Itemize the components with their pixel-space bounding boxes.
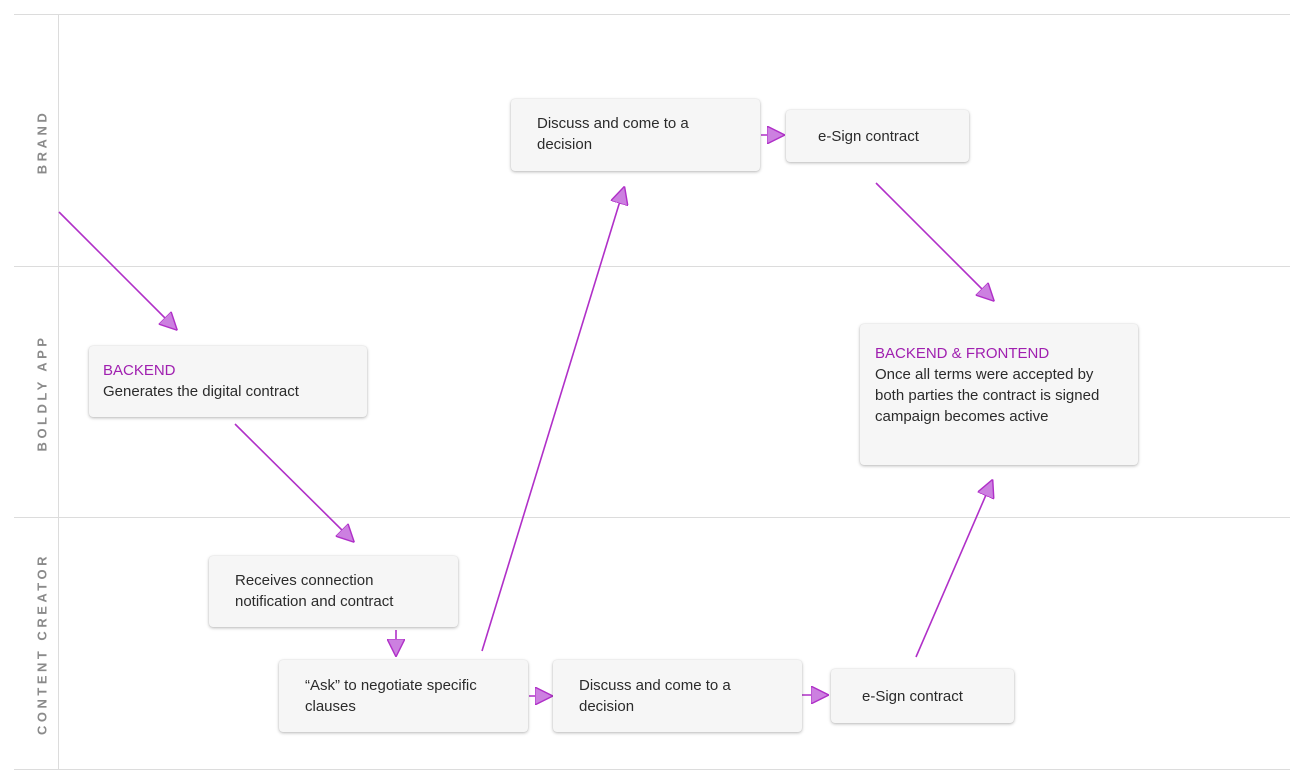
card-app-backend-frontend-tag: BACKEND & FRONTEND [875,345,1050,362]
card-app-backend-frontend-text: Once all terms were accepted by both par… [875,366,1100,425]
card-creator-discuss: Discuss and come to a decision [553,660,802,732]
lane-divider-brand-app [14,266,1290,267]
card-creator-receives: Receives connection notification and con… [209,556,458,627]
card-app-backend: BACKEND Generates the digital contract [89,346,367,417]
card-creator-esign: e-Sign contract [831,669,1014,723]
arrow-backend-to-receives [234,423,353,541]
card-brand-esign: e-Sign contract [786,110,969,162]
card-creator-discuss-text: Discuss and come to a decision [579,677,731,715]
arrow-brand-esign-to-backend-frontend [875,182,993,300]
card-creator-receives-text: Receives connection notification and con… [235,572,394,610]
arrow-ask-to-brand-discuss [481,188,624,652]
arrow-creator-esign-to-backend-frontend [915,481,992,658]
card-creator-esign-text: e-Sign contract [862,687,963,705]
card-app-backend-tag: BACKEND [103,362,176,379]
lane-bottom-border [14,769,1290,770]
lane-divider-app-creator [14,517,1290,518]
arrow-entry-to-backend [58,211,176,329]
card-app-backend-text: Generates the digital contract [103,383,299,400]
card-creator-ask: “Ask” to negotiate specific clauses [279,660,528,732]
lane-top-border [14,14,1290,15]
card-brand-discuss: Discuss and come to a decision [511,99,760,171]
card-brand-discuss-text: Discuss and come to a decision [537,115,689,153]
lane-label-separator [58,14,59,770]
card-app-backend-frontend: BACKEND & FRONTEND Once all terms were a… [860,324,1138,465]
card-brand-esign-text: e-Sign contract [818,127,919,145]
card-creator-ask-text: “Ask” to negotiate specific clauses [305,677,477,715]
